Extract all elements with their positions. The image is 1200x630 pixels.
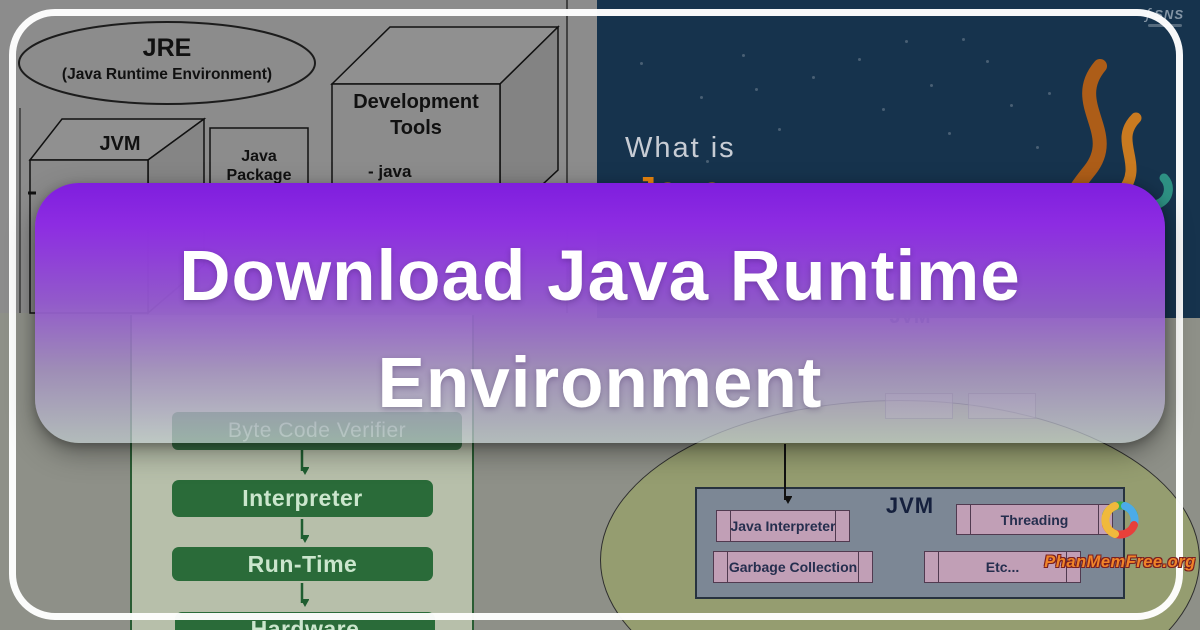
- title-banner: Download Java Runtime Environment: [35, 183, 1165, 443]
- star-dot: [778, 128, 781, 131]
- star-dot: [882, 108, 885, 111]
- component-etc: Etc...: [924, 551, 1081, 583]
- devtools-item-java: - java: [368, 162, 412, 181]
- pinwheel-icon: [1101, 501, 1139, 539]
- brand-logo-underline: [1147, 24, 1182, 27]
- star-dot: [1010, 104, 1013, 107]
- star-dot: [930, 84, 933, 87]
- star-dot: [706, 160, 709, 163]
- star-dot: [986, 60, 989, 63]
- star-dot: [1036, 146, 1039, 149]
- jre-title: JRE: [143, 34, 192, 62]
- component-threading: Threading: [956, 504, 1113, 535]
- devtools-line1: Development: [353, 91, 479, 113]
- banner-title-line2: Environment: [377, 344, 823, 423]
- java-package-line1: Java: [241, 148, 277, 165]
- star-dot: [905, 40, 908, 43]
- star-dot: [755, 88, 758, 91]
- star-dot: [962, 38, 965, 41]
- devtools-line2: Tools: [390, 117, 442, 139]
- jvm-box-label: JVM: [99, 133, 140, 155]
- brand-logo: ʃ SNS: [1146, 6, 1184, 27]
- component-garbage-collection: Garbage Collection: [713, 551, 873, 583]
- jre-ellipse: [18, 21, 316, 105]
- watermark: PhanMemFree.org: [1040, 494, 1200, 572]
- jre-subtitle: (Java Runtime Environment): [62, 66, 272, 83]
- banner-title: Download Java Runtime Environment: [35, 183, 1165, 437]
- what-is-text: What is: [625, 132, 736, 164]
- star-dot: [640, 62, 643, 65]
- brand-logo-icon: ʃ: [1145, 6, 1152, 23]
- brand-logo-label: SNS: [1154, 7, 1184, 22]
- star-dot: [700, 96, 703, 99]
- banner-title-line1: Download Java Runtime: [179, 237, 1021, 316]
- star-dot: [742, 54, 745, 57]
- jvm-architecture-title: JVM: [885, 493, 935, 518]
- java-package-line2: Package: [227, 167, 292, 184]
- flow-box-hardware: Hardware: [175, 612, 435, 630]
- watermark-site-text: PhanMemFree.org: [1044, 553, 1196, 571]
- star-dot: [948, 132, 951, 135]
- component-java-interpreter: Java Interpreter: [716, 510, 850, 542]
- star-dot: [1048, 92, 1051, 95]
- flow-box-interpreter: Interpreter: [172, 480, 433, 517]
- flow-box-runtime: Run-Time: [172, 547, 433, 581]
- star-dot: [858, 58, 861, 61]
- star-dot: [812, 76, 815, 79]
